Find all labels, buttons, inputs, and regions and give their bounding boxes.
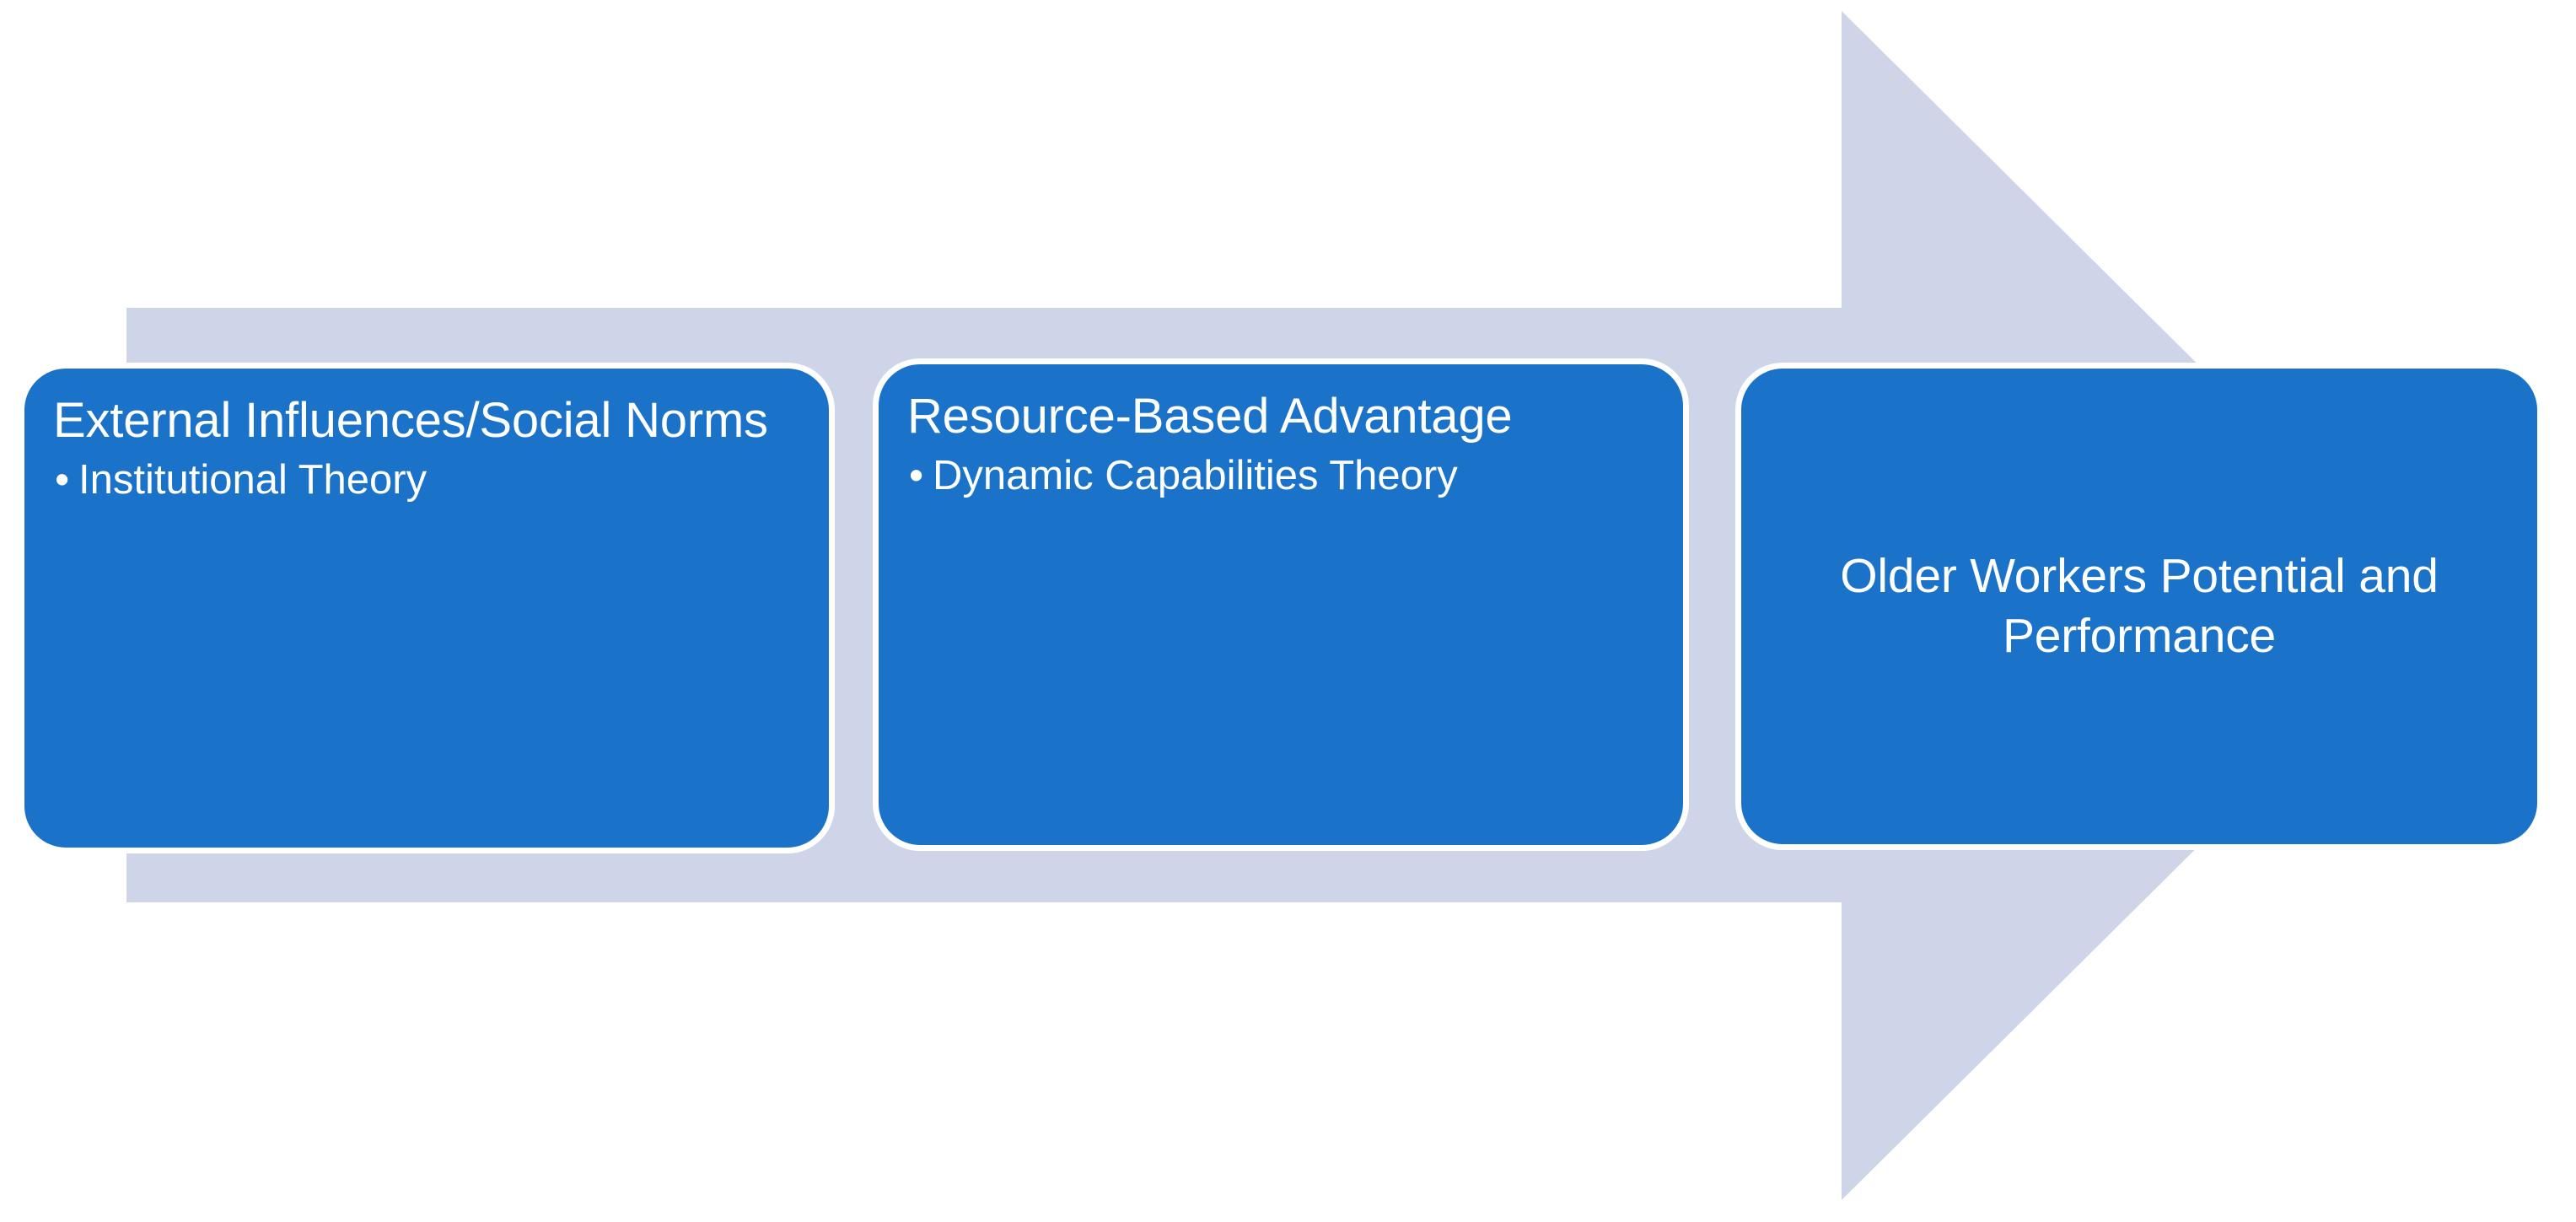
bullet-dot-icon: • bbox=[909, 453, 924, 499]
process-step-box-2-heading: Resource-Based Advantage bbox=[907, 389, 1513, 444]
process-step-box-3[interactable]: Older Workers Potential and Performance bbox=[1735, 363, 2543, 850]
list-item: • Dynamic Capabilities Theory bbox=[907, 453, 1654, 500]
process-step-box-2[interactable]: Resource-Based Advantage • Dynamic Capab… bbox=[873, 358, 1689, 851]
process-step-box-1-bullets: • Institutional Theory bbox=[53, 454, 800, 504]
process-step-box-1-content: External Influences/Social Norms • Insti… bbox=[24, 369, 829, 848]
process-step-box-2-bullets: • Dynamic Capabilities Theory bbox=[907, 450, 1654, 500]
process-step-box-3-heading: Older Workers Potential and Performance bbox=[1840, 549, 2439, 663]
list-item-label: Dynamic Capabilities Theory bbox=[933, 453, 1458, 499]
process-step-box-3-content: Older Workers Potential and Performance bbox=[1741, 369, 2537, 844]
process-step-box-1[interactable]: External Influences/Social Norms • Insti… bbox=[19, 363, 835, 853]
list-item-label: Institutional Theory bbox=[78, 457, 428, 503]
bullet-dot-icon: • bbox=[55, 457, 70, 503]
process-step-box-2-content: Resource-Based Advantage • Dynamic Capab… bbox=[879, 364, 1683, 845]
process-step-box-1-heading: External Influences/Social Norms bbox=[53, 393, 768, 448]
list-item: • Institutional Theory bbox=[53, 457, 800, 504]
